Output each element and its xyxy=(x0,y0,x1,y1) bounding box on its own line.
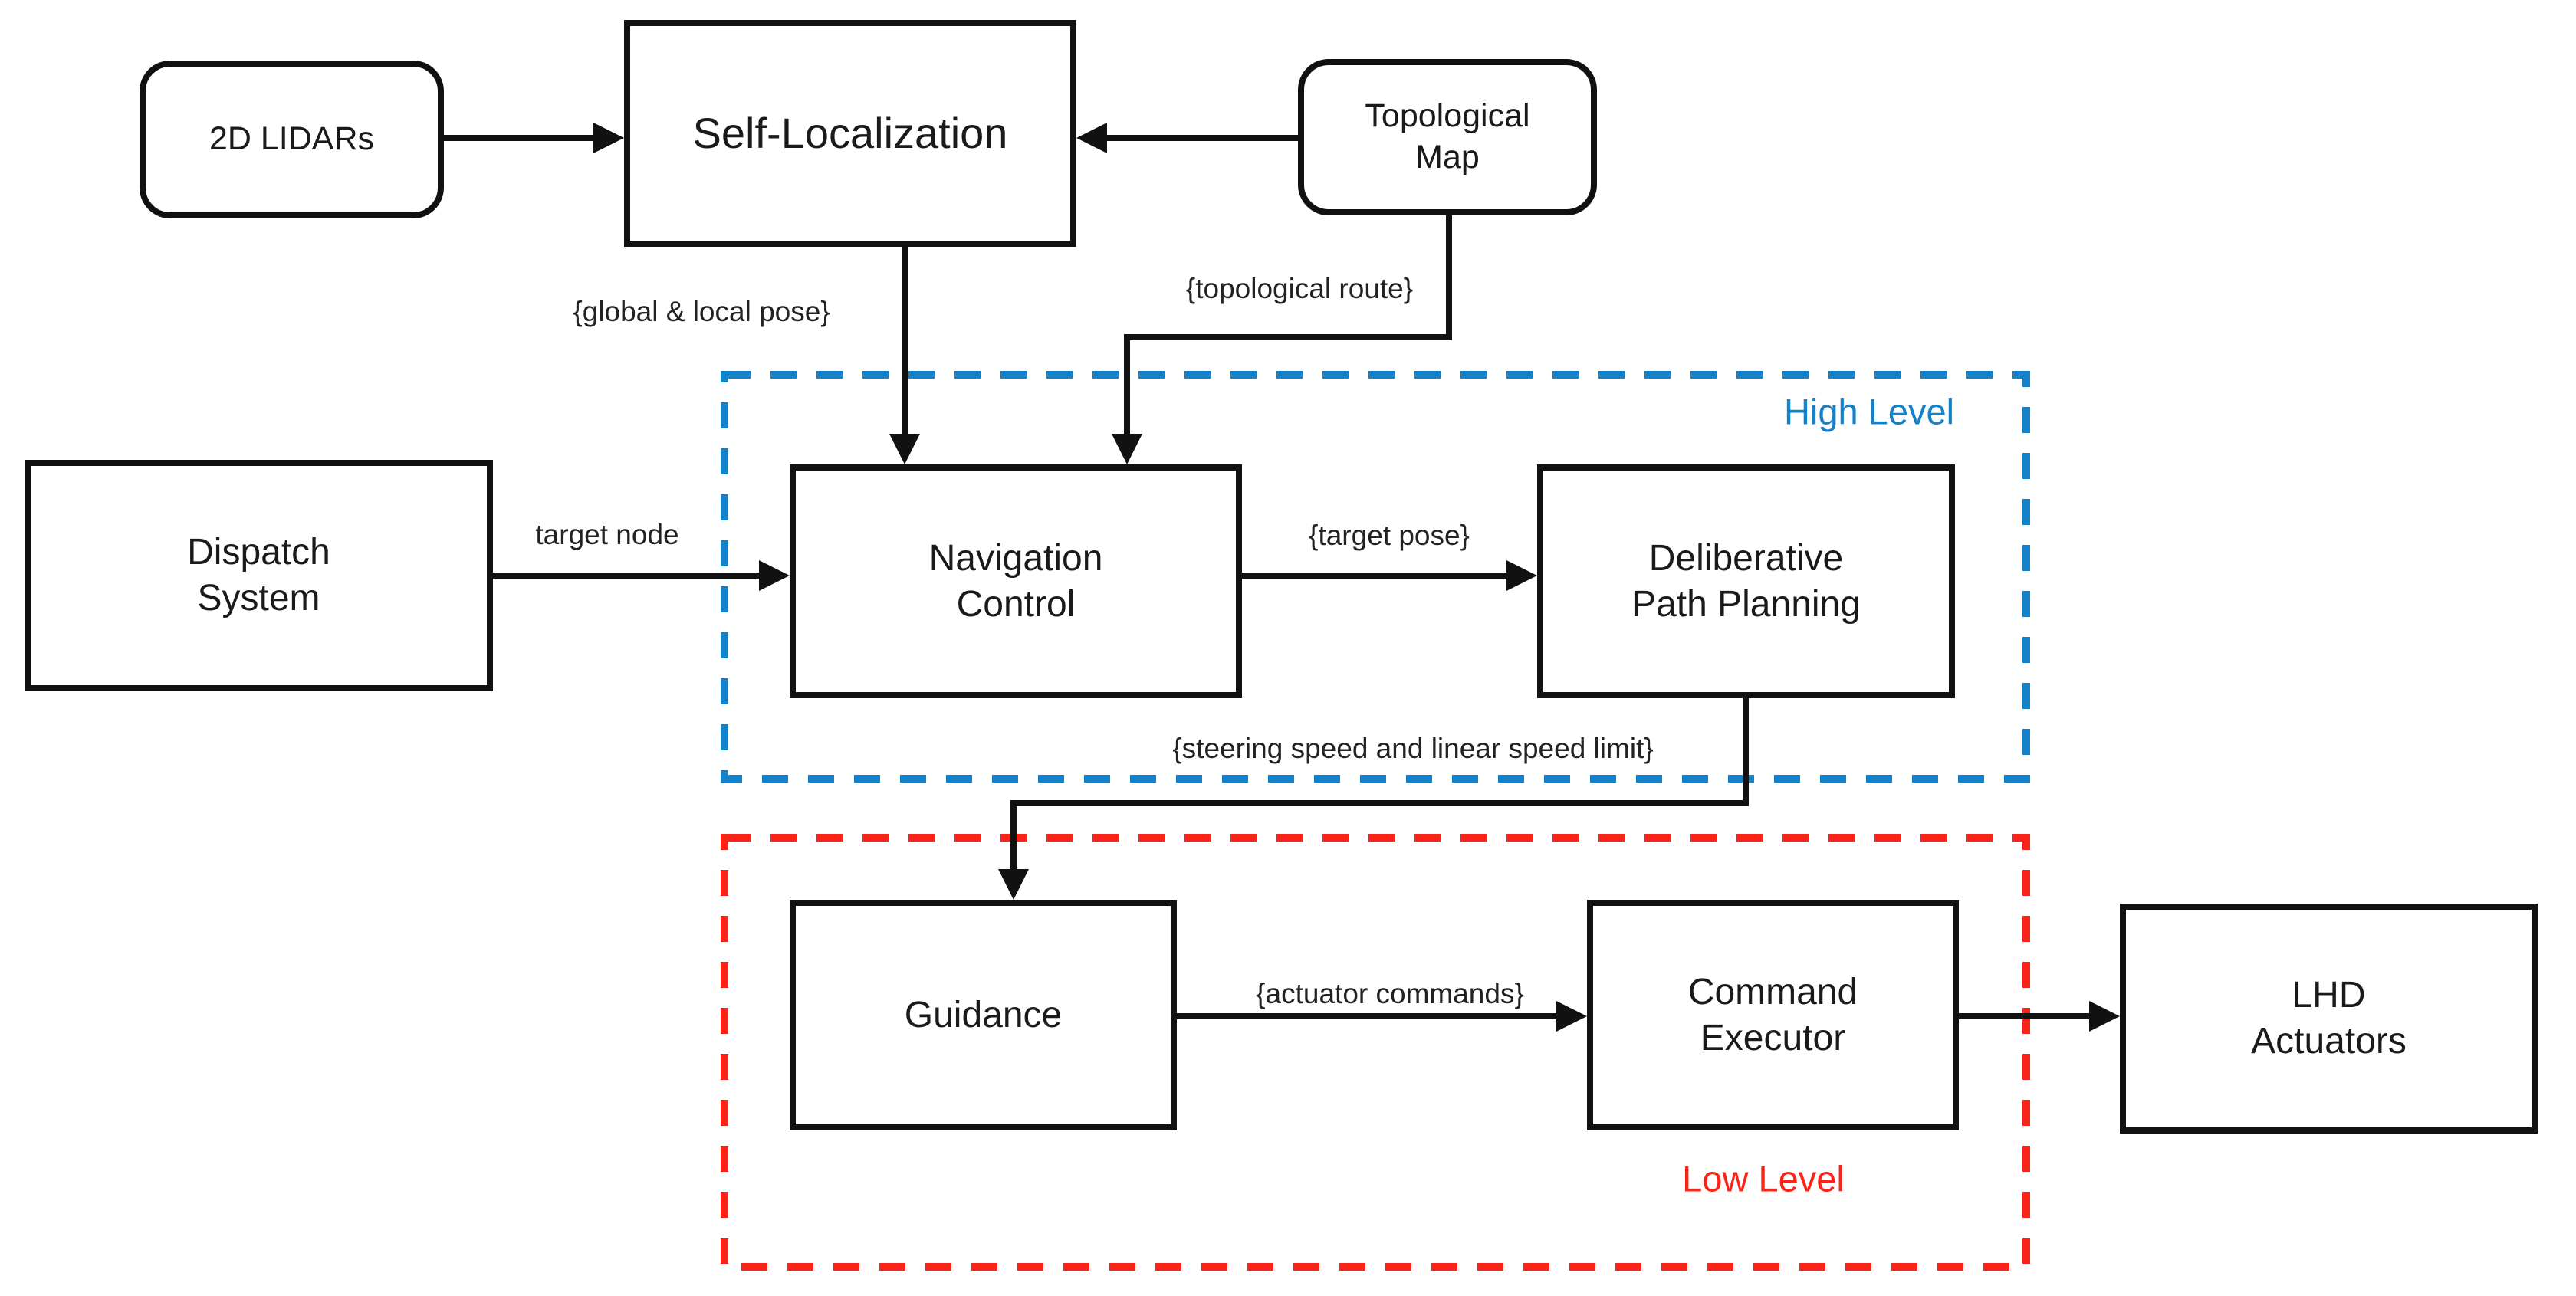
node-guidance-label: Guidance xyxy=(904,994,1063,1035)
node-navigation-control-label: Navigation Control xyxy=(928,537,1103,625)
node-deliberative-path-planning: Deliberative Path Planning xyxy=(1537,464,1955,698)
node-self-localization-label: Self-Localization xyxy=(692,109,1008,157)
node-topological-map: Topological Map xyxy=(1298,59,1597,215)
node-command-executor-label: Command Executor xyxy=(1687,971,1858,1058)
node-2d-lidars-label: 2D LIDARs xyxy=(209,120,375,158)
node-deliberative-path-planning-label: Deliberative Path Planning xyxy=(1631,537,1861,625)
node-lhd-actuators-label: LHD Actuators xyxy=(2251,975,2407,1061)
node-lhd-actuators: LHD Actuators xyxy=(2120,904,2538,1134)
node-dispatch-system-label: Dispatch System xyxy=(187,532,330,618)
node-navigation-control: Navigation Control xyxy=(790,464,1242,698)
high-level-group-label: High Level xyxy=(1783,391,1955,432)
node-topological-map-label: Topological Map xyxy=(1365,97,1530,176)
node-dispatch-system: Dispatch System xyxy=(25,460,493,691)
low-level-group-box xyxy=(721,834,2030,1271)
connector-dpp-to-guidance xyxy=(998,698,1749,900)
high-level-group-box xyxy=(721,371,2030,783)
edge-label-steering-speed: {steering speed and linear speed limit} xyxy=(1172,733,1654,764)
node-command-executor: Command Executor xyxy=(1587,900,1959,1130)
low-level-group-label: Low Level xyxy=(1682,1158,1845,1199)
edge-label-target-node: target node xyxy=(535,519,679,550)
connector-topomap-to-navctrl xyxy=(1112,215,1452,464)
node-self-localization: Self-Localization xyxy=(624,20,1076,247)
node-guidance: Guidance xyxy=(790,900,1177,1130)
edge-label-global-local-pose: {global & local pose} xyxy=(573,296,830,327)
node-2d-lidars: 2D LIDARs xyxy=(140,61,444,218)
edge-label-topological-route: {topological route} xyxy=(1185,273,1414,304)
edge-label-actuator-commands: {actuator commands} xyxy=(1256,978,1524,1009)
edge-label-target-pose: {target pose} xyxy=(1309,520,1470,551)
